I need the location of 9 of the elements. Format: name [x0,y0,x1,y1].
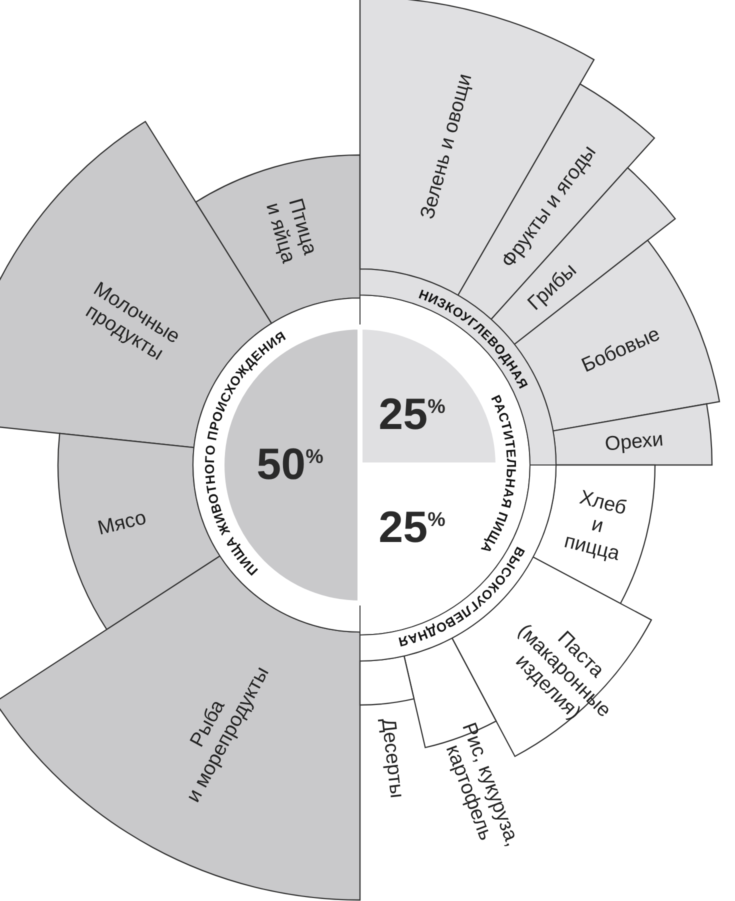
percent-label: 25$^{%}$ [378,389,446,441]
sector-label: Мясо [96,506,148,540]
sector-label: Зелень и овощи [416,71,476,222]
percent-label: 25$^{%}$ [378,502,446,552]
sector-label: Птица и яйца [261,196,322,266]
percent-label: 50$^{%}$ [256,440,324,491]
sector-label: Хлеб и пицца [562,486,629,566]
sector-label: Десерты [376,717,408,800]
sector-label: Орехи [604,428,664,456]
